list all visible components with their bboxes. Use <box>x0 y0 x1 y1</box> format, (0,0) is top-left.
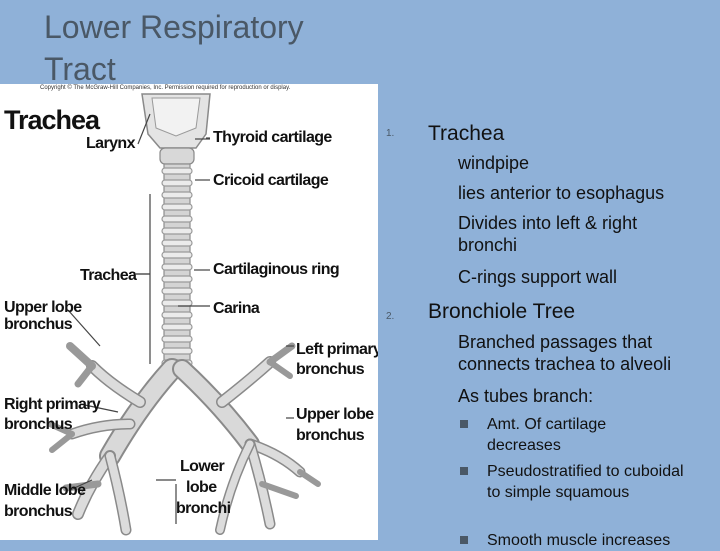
item-1-heading: Trachea <box>428 122 505 145</box>
label-cricoid-cartilage: Cricoid cartilage <box>213 172 329 189</box>
label-middle-lobe-bronchus-1: Middle lobe <box>4 482 86 499</box>
item-1-number: 1. <box>386 128 395 139</box>
copyright-notice: Copyright © The McGraw-Hill Companies, I… <box>40 85 291 91</box>
item-1-point: windpipe <box>458 153 530 173</box>
label-right-primary-bronchus-2: bronchus <box>4 416 73 433</box>
item-2-point: Branched passages that connects trachea … <box>458 332 672 374</box>
trachea-diagram: Copyright © The McGraw-Hill Companies, I… <box>0 84 378 540</box>
label-upper-lobe-bronchus-right-2: bronchus <box>4 316 73 333</box>
item-1-point: Divides into left & right bronchi <box>458 213 638 255</box>
label-thyroid-cartilage: Thyroid cartilage <box>213 129 332 146</box>
item-2-number: 2. <box>386 311 395 322</box>
item-2-subpoint: Smooth muscle increases <box>487 532 671 549</box>
bronchial-tree-illustration <box>47 93 321 536</box>
label-trachea: Trachea <box>80 267 137 284</box>
label-right-primary-bronchus-1: Right primary <box>4 396 101 413</box>
diagram-heading: Trachea <box>4 105 100 135</box>
label-larynx: Larynx <box>86 135 135 152</box>
label-carina: Carina <box>213 300 260 317</box>
item-1-point: lies anterior to esophagus <box>458 183 665 203</box>
item-2-heading: Bronchiole Tree <box>428 300 576 323</box>
label-upper-lobe-bronchus-left-1: Upper lobe <box>296 406 374 423</box>
label-upper-lobe-bronchus-right-1: Upper lobe <box>4 299 82 316</box>
item-1-point: C-rings support wall <box>458 267 618 287</box>
label-cartilaginous-ring: Cartilaginous ring <box>213 261 340 278</box>
sub-bullet-marker <box>460 467 468 475</box>
label-upper-lobe-bronchus-left-2: bronchus <box>296 427 365 444</box>
label-left-primary-bronchus-2: bronchus <box>296 361 365 378</box>
slide-title: Lower Respiratory Tract <box>44 9 304 87</box>
item-2-subpoint: Amt. Of cartilage decreases <box>487 416 607 454</box>
item-2-point: As tubes branch: <box>458 386 594 406</box>
label-lower-lobe-bronchi-1: Lower <box>180 458 225 475</box>
label-left-primary-bronchus-1: Left primary <box>296 341 378 358</box>
label-middle-lobe-bronchus-2: bronchus <box>4 503 73 520</box>
sub-bullet-marker <box>460 536 468 544</box>
label-lower-lobe-bronchi-2: lobe <box>186 479 217 496</box>
item-2-subpoint: Pseudostratified to cuboidal to simple s… <box>487 463 684 501</box>
sub-bullet-marker <box>460 420 468 428</box>
label-lower-lobe-bronchi-3: bronchi <box>176 500 231 517</box>
